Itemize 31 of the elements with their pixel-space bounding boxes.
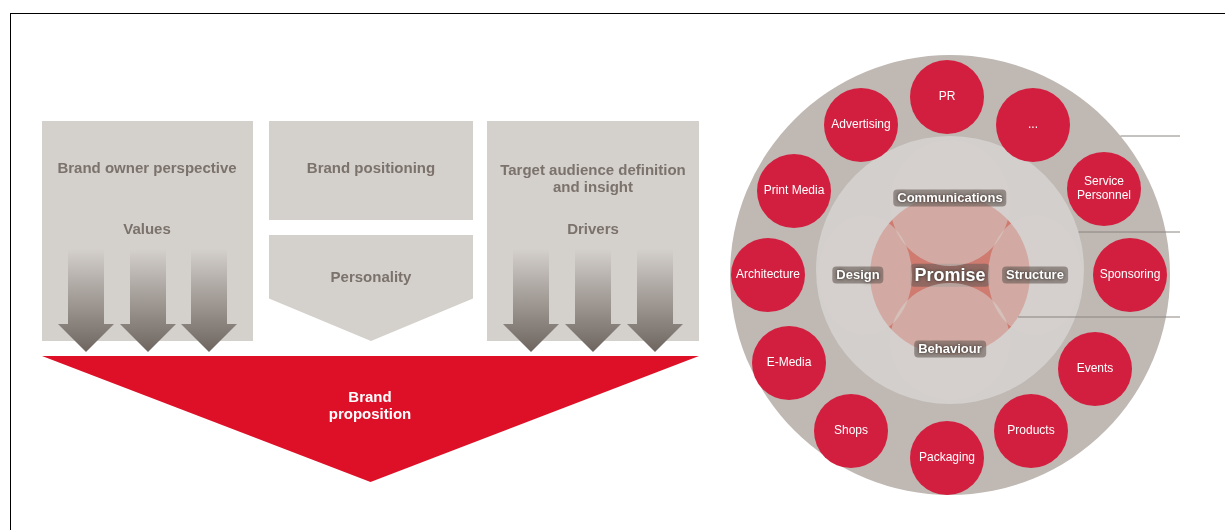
leader-line: [1017, 316, 1181, 318]
subheading: Drivers: [567, 220, 619, 238]
channel-label: Advertising: [831, 118, 891, 132]
heading: Personality: [330, 268, 412, 286]
element-label: Communications: [893, 189, 1007, 207]
heading: Brand positioning: [306, 159, 436, 177]
channel-label: Shops: [834, 424, 868, 438]
leader-line: [1120, 135, 1181, 137]
channel-circle: [1067, 152, 1141, 226]
channel-label: Architecture: [736, 268, 800, 282]
subheading: Values: [123, 220, 171, 238]
channel-label: PR: [938, 90, 956, 104]
channel-label: ...: [1028, 118, 1038, 132]
pentagon-panel: [269, 235, 473, 341]
panel: [269, 121, 473, 220]
channel-label: Products: [1007, 424, 1055, 438]
channel-label: Events: [1076, 362, 1114, 376]
channel-label: Packaging: [919, 451, 975, 465]
channel-circle: [757, 154, 831, 228]
banner-label: Brand proposition: [327, 387, 413, 423]
channel-label: Service Personnel: [1075, 175, 1132, 203]
channel-circle: [996, 88, 1070, 162]
channel-circle: [994, 394, 1068, 468]
element-label: Promise: [910, 263, 990, 287]
channel-label: Print Media: [763, 184, 825, 198]
heading: Brand owner perspective: [57, 159, 237, 177]
channel-circle: [1058, 332, 1132, 406]
channel-circle: [824, 88, 898, 162]
channel-label: Sponsoring: [1099, 268, 1161, 282]
heading: Target audience definition and insight: [499, 160, 687, 196]
channel-label: E-Media: [766, 356, 812, 370]
